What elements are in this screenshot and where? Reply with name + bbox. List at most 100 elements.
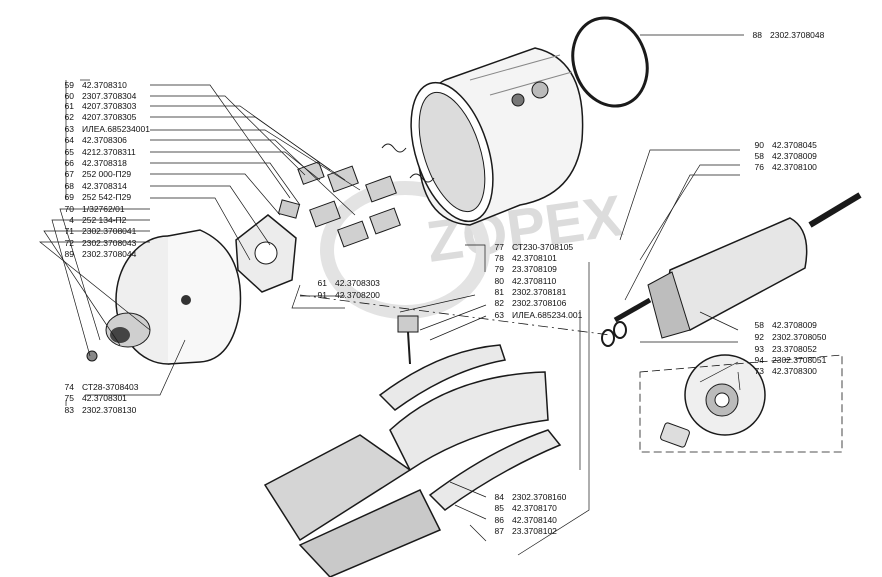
- callout-80: 80 42.3708110: [490, 276, 557, 286]
- callout-part-number: 2302.3708181: [512, 287, 567, 297]
- callout-85: 85 42.3708170: [490, 503, 557, 513]
- callout-63: 63 ИЛЕА.685234.001: [490, 310, 583, 320]
- callout-number: 74: [64, 382, 74, 392]
- callout-83: 83 2302.3708130: [60, 405, 137, 415]
- callout-number: 68: [64, 181, 74, 191]
- callout-number: 77: [494, 242, 504, 252]
- callout-part-number: 2302.3708051: [772, 355, 827, 365]
- callout-part-number: 1/32762/01: [82, 204, 125, 214]
- callout-number: 93: [754, 344, 764, 354]
- flange-group-box: [639, 354, 843, 453]
- callout-part-number: 23.3708102: [512, 526, 557, 536]
- callout-number: 4: [69, 215, 74, 225]
- callout-part-number: ИЛЕА.685234.001: [512, 310, 583, 320]
- callout-part-number: 42.3708314: [82, 181, 127, 191]
- callout-number: 62: [64, 112, 74, 122]
- callout-number: 58: [754, 320, 764, 330]
- armature: [601, 192, 862, 347]
- callout-part-number: 42.3708101: [512, 253, 557, 263]
- callout-number: 65: [64, 147, 74, 157]
- callout-part-number: 2302.3708130: [82, 405, 137, 415]
- callout-part-number: 42.3708318: [82, 158, 127, 168]
- callout-number: 86: [494, 515, 504, 525]
- callout-90: 90 42.3708045: [750, 140, 817, 150]
- field-windings: [263, 344, 562, 577]
- callout-number: 73: [754, 366, 764, 376]
- callout-number: 79: [494, 264, 504, 274]
- callout-part-number: 252 134-П2: [82, 215, 127, 225]
- callout-68: 68 42.3708314: [60, 181, 127, 191]
- callout-number: 71: [64, 226, 74, 236]
- callout-number: 75: [64, 393, 74, 403]
- callout-part-number: 252 542-П29: [82, 192, 132, 202]
- callout-number: 80: [494, 276, 504, 286]
- callout-number: 81: [494, 287, 504, 297]
- callout-number: 63: [64, 124, 74, 134]
- callout-part-number: 4207.3708303: [82, 101, 137, 111]
- callout-part-number: СТ28-3708403: [82, 382, 139, 392]
- callout-part-number: 2302.3708043: [82, 238, 137, 248]
- callout-89: 89 2302.3708044: [60, 249, 137, 259]
- callout-number: 87: [494, 526, 504, 536]
- callout-64: 64 42.3708306: [60, 135, 127, 145]
- callout-94: 94 2302.3708051: [750, 355, 827, 365]
- callout-4: 4 252 134-П2: [60, 215, 126, 225]
- callout-number: 78: [494, 253, 504, 263]
- brush-holder-plate: [235, 199, 301, 293]
- callout-part-number: 23.3708109: [512, 264, 557, 274]
- callout-number: 82: [494, 298, 504, 308]
- callout-78: 78 42.3708101: [490, 253, 557, 263]
- callout-number: 58: [754, 151, 764, 161]
- callout-number: 94: [754, 355, 764, 365]
- callout-part-number: ИЛЕА.685234001: [82, 124, 150, 134]
- callout-part-number: 42.3708301: [82, 393, 127, 403]
- callout-part-number: 42.3708170: [512, 503, 557, 513]
- callout-75: 75 42.3708301: [60, 393, 127, 403]
- callout-number: 89: [64, 249, 74, 259]
- stator-housing: [410, 47, 584, 226]
- callout-72: 72 2302.3708043: [60, 238, 137, 248]
- callout-part-number: 42.3708110: [512, 276, 557, 286]
- callout-number: 76: [754, 162, 764, 172]
- callout-58: 58 42.3708009: [750, 320, 817, 330]
- callout-part-number: 2302.3708048: [770, 30, 825, 40]
- callout-part-number: 42.3708009: [772, 320, 817, 330]
- callout-number: 63: [494, 310, 504, 320]
- callout-65: 65 4212.3708311: [60, 147, 136, 157]
- callout-part-number: 42.3708140: [512, 515, 557, 525]
- callout-part-number: 2302.3708106: [512, 298, 567, 308]
- callout-part-number: СТ230-3708105: [512, 242, 574, 252]
- callout-part-number: 2302.3708160: [512, 492, 567, 502]
- callout-part-number: 2302.3708044: [82, 249, 137, 259]
- callout-part-number: 42.3708200: [335, 290, 380, 300]
- assembly-axis: [299, 294, 611, 336]
- callout-82: 82 2302.3708106: [490, 298, 567, 308]
- callout-number: 90: [754, 140, 764, 150]
- callout-part-number: 42.3708100: [772, 162, 817, 172]
- callout-number: 83: [64, 405, 74, 415]
- callout-number: 72: [64, 238, 74, 248]
- callout-number: 69: [64, 192, 74, 202]
- callout-part-number: 42.3708045: [772, 140, 817, 150]
- callout-number: 85: [494, 503, 504, 513]
- callout-part-number: 42.3708306: [82, 135, 127, 145]
- callout-number: 59: [64, 80, 74, 90]
- callout-number: 61: [317, 278, 327, 288]
- leader-lines: [39, 34, 744, 556]
- callout-part-number: 4212.3708311: [82, 147, 136, 157]
- callout-number: 64: [64, 135, 74, 145]
- callout-87: 87 23.3708102: [490, 526, 557, 536]
